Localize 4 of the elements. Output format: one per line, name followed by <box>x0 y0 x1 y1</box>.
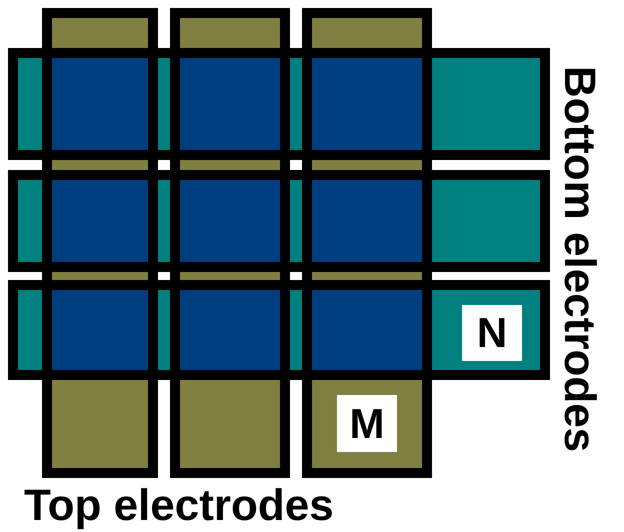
letter-tag: N <box>462 305 522 361</box>
letter-tag: M <box>337 395 397 452</box>
axis-title: Bottom electrodes <box>557 66 602 452</box>
axis-title: Top electrodes <box>24 484 334 528</box>
